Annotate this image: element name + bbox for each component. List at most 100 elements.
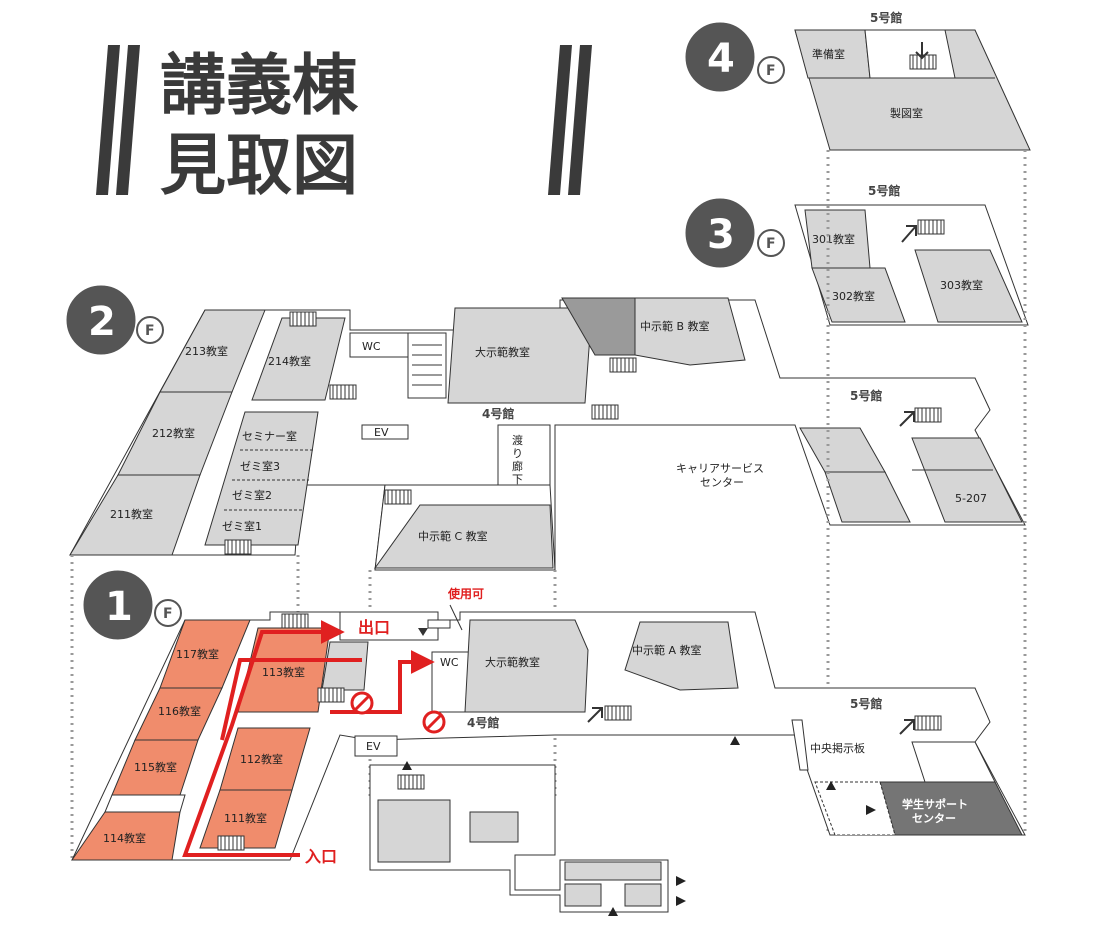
badge-suffix: F: [145, 323, 155, 339]
title-line2: 見取図: [160, 127, 358, 204]
arrow-up-icon: [587, 707, 603, 723]
label-seminar: セミナー室: [242, 429, 297, 443]
map-title: 講義棟 見取図: [96, 45, 592, 205]
label-214: 214教室: [268, 354, 311, 368]
floor-2f: 2 F: [63, 282, 1026, 571]
entrance-triangle-icon: [676, 876, 686, 886]
label-111: 111教室: [224, 811, 267, 825]
label-wc-1f: WC: [440, 656, 459, 669]
label-213: 213教室: [185, 344, 228, 358]
floor-3f: 3 F 5号館 301教室 302教室 303教室: [682, 183, 1029, 326]
label-zemi1: ゼミ室1: [222, 519, 262, 533]
no-entry-icon: [422, 710, 446, 734]
label-watari-3: 廊: [512, 459, 523, 473]
stairs-icon: [329, 384, 357, 400]
room-daiji-2f: [447, 307, 591, 404]
zemi-block: [204, 411, 319, 546]
no-entry-icon: [350, 691, 374, 715]
room-5-1f-stair: [911, 741, 996, 783]
label-302: 302教室: [832, 289, 875, 303]
annex-room-b: [469, 811, 519, 843]
arrow-up-icon: [901, 225, 917, 243]
room-214: [251, 317, 346, 401]
label-303: 303教室: [940, 278, 983, 292]
stairs-icon: [289, 311, 317, 327]
annex-room-e: [624, 883, 662, 907]
arrow-up-icon: [899, 411, 915, 427]
entrance-triangle-icon: [826, 781, 836, 790]
entrance-triangle-icon: [402, 761, 412, 770]
label-211: 211教室: [110, 507, 153, 521]
gap-1f: [104, 794, 186, 813]
room-chu-a: [624, 621, 739, 691]
room-daiji-1f: [464, 619, 589, 713]
floor-badge-3f: 3 F: [682, 195, 785, 271]
room-114: [71, 811, 181, 861]
label-watari-2: り: [512, 447, 523, 460]
watari-roka: [497, 424, 551, 486]
stairs-icon: [224, 539, 252, 555]
label-ev-1f: EV: [366, 740, 381, 753]
stair-hall-4f: [864, 29, 956, 79]
label-watari-1: 渡: [512, 433, 523, 447]
badge-suffix: F: [163, 606, 173, 622]
label-301: 301教室: [812, 232, 855, 246]
label-daiji-2f: 大示範教室: [475, 345, 530, 359]
room-303: [914, 249, 1023, 323]
label-seizu: 製図室: [890, 106, 923, 120]
label-5207: 5-207: [955, 492, 987, 505]
label-exit: 出口: [358, 618, 390, 637]
label-watari-4: 下: [512, 473, 523, 486]
stairs-icon: [397, 774, 425, 790]
stairs-icon: [917, 219, 945, 235]
label-student-2: センター: [912, 812, 956, 825]
label-117: 117教室: [176, 647, 219, 661]
title-bars-left: [96, 45, 140, 195]
annex-room-c: [564, 861, 662, 881]
label-chu-c: 中示範 C 教室: [418, 529, 488, 543]
badge-number: 4: [707, 36, 735, 82]
badge-suffix: F: [766, 63, 776, 79]
label-112: 112教室: [240, 752, 283, 766]
entrance-area-1f: [814, 781, 896, 836]
label-chu-b: 中示範 B 教室: [640, 319, 710, 333]
title-bars-right: [548, 45, 592, 195]
building-label-3f: 5号館: [868, 183, 900, 198]
badge-number: 2: [88, 299, 116, 345]
label-chu-a: 中示範 A 教室: [632, 643, 702, 657]
room-302: [811, 267, 906, 323]
room-wc-2f: [349, 332, 413, 358]
entrance-triangle-icon: [866, 805, 876, 815]
ev-1f: [354, 735, 398, 757]
label-bldg5-2f: 5号館: [850, 388, 882, 403]
entrance-triangle-icon: [676, 896, 686, 906]
label-career-2: センター: [700, 476, 744, 489]
entrance-triangle-icon: [608, 907, 618, 916]
label-career-1: キャリアサービス: [676, 462, 764, 475]
label-entrance: 入口: [305, 847, 337, 866]
label-bldg4-2f: 4号館: [482, 406, 514, 421]
arrow-down-icon: [915, 42, 929, 60]
marker-triangle: [418, 628, 428, 636]
stairs-icon: [604, 705, 632, 721]
room-5-2f-b: [824, 471, 911, 523]
label-board: 中央掲示板: [810, 741, 865, 755]
label-bldg5-1f: 5号館: [850, 696, 882, 711]
room-chu-b: [634, 297, 746, 366]
title-line1: 講義棟: [160, 47, 359, 124]
arrow-up-icon: [899, 719, 915, 735]
room-1f-small: [321, 641, 369, 691]
floor-badge-2f: 2 F: [63, 282, 164, 358]
stairs-icon: [591, 404, 619, 420]
label-ev-2f: EV: [374, 426, 389, 439]
annex-room-a: [377, 799, 451, 863]
badge-number: 3: [707, 212, 735, 258]
floor-badge-1f: 1 F: [80, 567, 182, 643]
stairs-icon: [281, 613, 309, 629]
label-usable: 使用可: [447, 586, 484, 601]
label-114: 114教室: [103, 831, 146, 845]
label-wc-2f: WC: [362, 340, 381, 353]
floor-1f: 1 F: [71, 567, 1026, 916]
wall-1f: [791, 719, 809, 771]
